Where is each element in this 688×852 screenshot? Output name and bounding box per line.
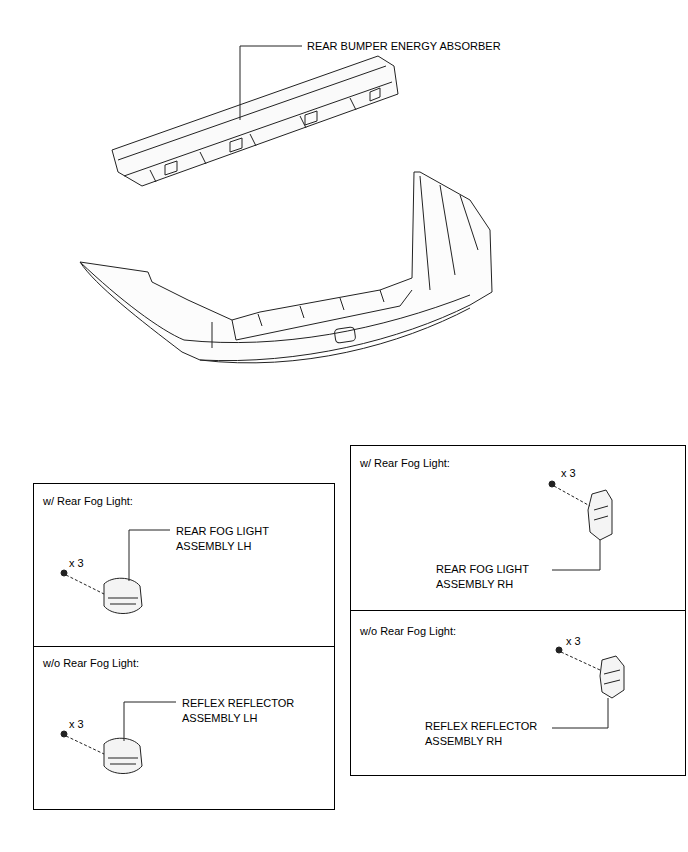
- quantity-note: x 3: [69, 717, 109, 732]
- quantity-note: x 3: [69, 556, 109, 571]
- part-name: REAR FOG LIGHT ASSEMBLY RH: [436, 562, 546, 592]
- panel-heading: w/ Rear Fog Light:: [43, 494, 203, 509]
- panel-heading: w/o Rear Fog Light:: [360, 624, 520, 639]
- quantity-note: x 3: [566, 634, 606, 649]
- variant-panel: w/ Rear Fog Light: x 3 REAR FOG LIGHT ASSE…: [33, 483, 335, 647]
- part-name: REAR FOG LIGHT ASSEMBLY LH: [176, 524, 286, 554]
- variant-panel: w/o Rear Fog Light: x 3 REFLEX REFLECTOR A…: [33, 646, 335, 810]
- quantity-note: x 3: [561, 466, 601, 481]
- part-name: REAR BUMPER ENERGY ABSORBER: [306, 39, 502, 54]
- part-name: REFLEX REFLECTOR ASSEMBLY LH: [182, 696, 312, 726]
- variant-panel: w/ Rear Fog Light: x 3 REAR FOG LIGHT ASSE…: [350, 445, 686, 611]
- panel-heading: w/ Rear Fog Light:: [360, 456, 520, 471]
- part-name: REFLEX REFLECTOR ASSEMBLY RH: [425, 719, 555, 749]
- panel-heading: w/o Rear Fog Light:: [43, 656, 203, 671]
- variant-panel: w/o Rear Fog Light: x 3 REFLEX REFLECTOR A…: [350, 610, 686, 776]
